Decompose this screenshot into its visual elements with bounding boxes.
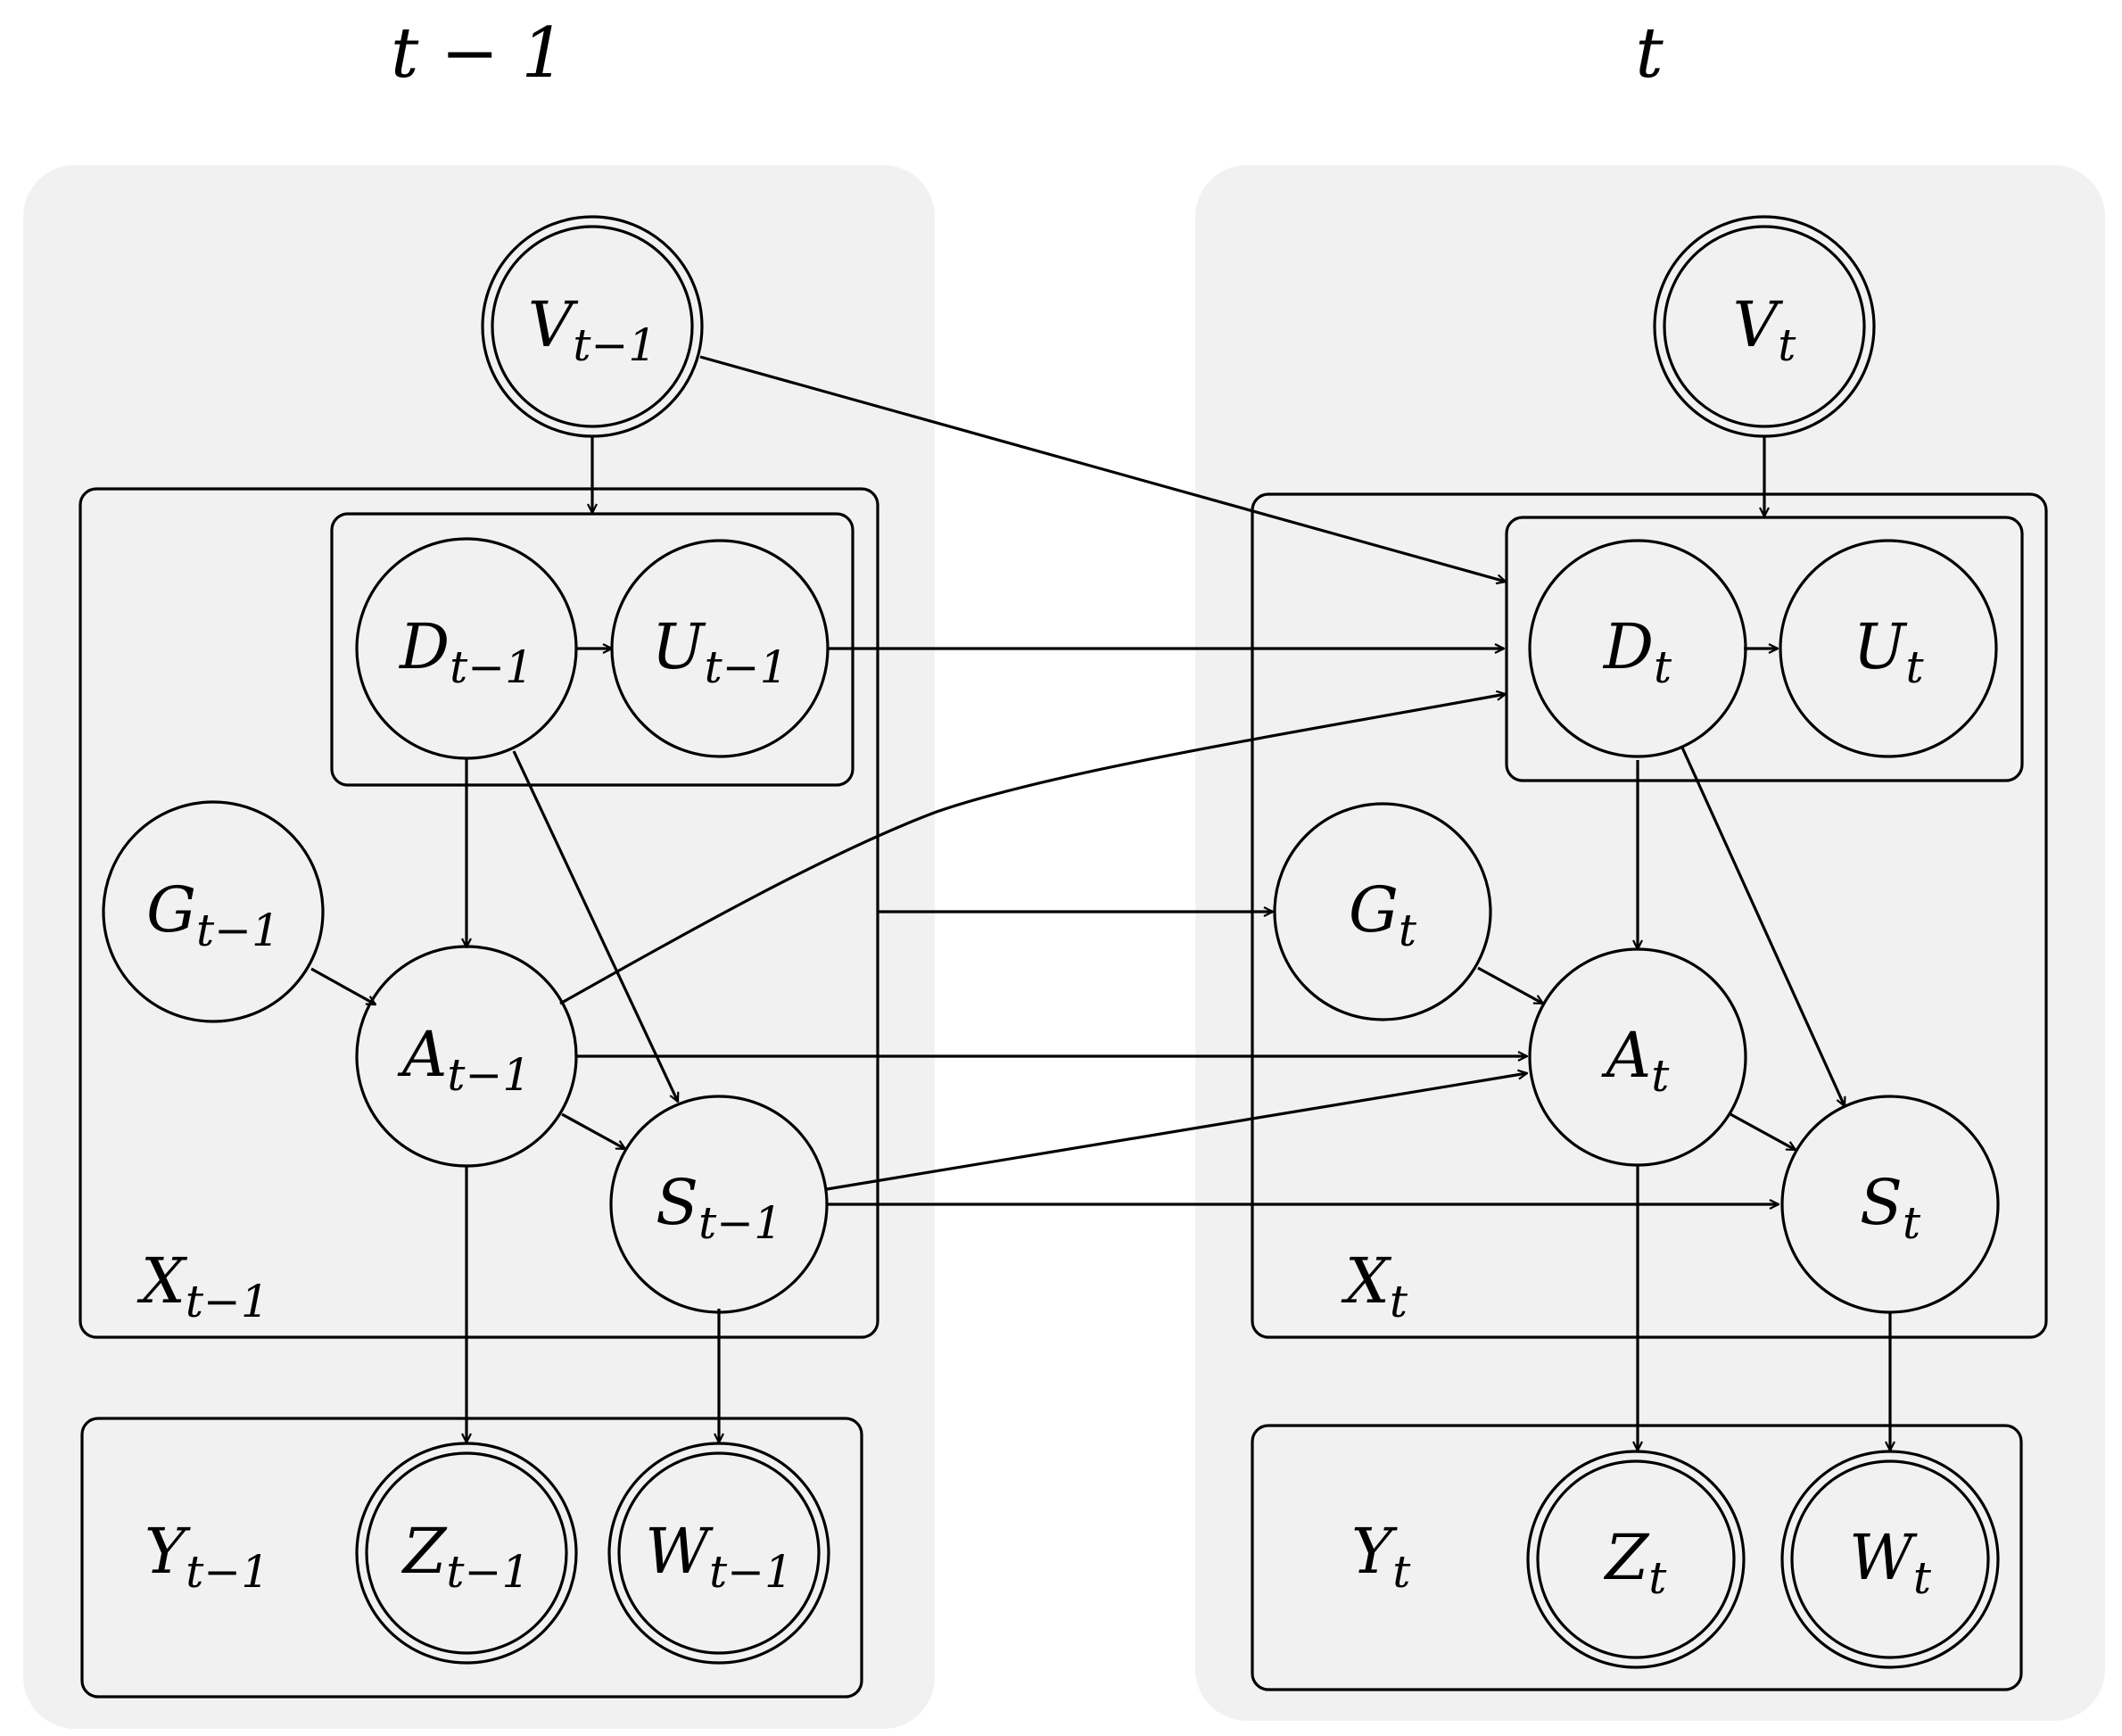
node-subscript: t−1: [709, 1546, 793, 1598]
svg-text:Gt: Gt: [1349, 873, 1417, 956]
node-d-t: Dt: [1528, 539, 1747, 758]
node-label: D: [1602, 610, 1654, 683]
node-subscript: t−1: [705, 641, 789, 693]
node-subscript: t: [1648, 1552, 1667, 1604]
node-label: U: [652, 610, 706, 683]
node-subscript: t−1: [573, 319, 656, 371]
node-label: W: [645, 1515, 714, 1588]
node-subscript: t: [1651, 1050, 1670, 1102]
node-subscript: t−1: [196, 905, 280, 956]
node-u-t: Ut: [1779, 539, 1998, 758]
node-subscript: t: [1913, 1552, 1932, 1604]
svg-text:Dt: Dt: [1602, 610, 1672, 693]
svg-text:Zt: Zt: [1604, 1521, 1668, 1604]
edge-s-prev-to-a-t: [826, 1073, 1527, 1191]
node-label: A: [1601, 1019, 1652, 1092]
svg-text:Wt−1: Wt−1: [645, 1515, 793, 1598]
svg-text:St−1: St−1: [656, 1166, 782, 1249]
svg-text:Dt−1: Dt−1: [398, 610, 533, 693]
svg-text:At−1: At−1: [397, 1018, 531, 1101]
node-label: G: [146, 873, 196, 947]
node-label: Z: [401, 1515, 448, 1588]
node-w-t: Wt: [1780, 1450, 2000, 1669]
svg-text:Vt: Vt: [1733, 288, 1797, 371]
node-s-prev: St−1: [609, 1095, 829, 1314]
node-s-t: St: [1780, 1095, 2000, 1314]
edge-d-t-to-s-t: [1680, 747, 1845, 1106]
node-label: W: [1849, 1521, 1918, 1594]
node-subscript: t: [1778, 319, 1796, 371]
node-subscript: t: [1654, 641, 1672, 693]
svg-text:Wt: Wt: [1849, 1521, 1932, 1604]
node-subscript: t−1: [698, 1197, 782, 1249]
svg-text:Vt−1: Vt−1: [528, 288, 656, 371]
node-u-prev: Ut−1: [610, 539, 830, 758]
node-a-prev: At−1: [355, 945, 578, 1168]
node-z-prev: Zt−1: [355, 1442, 578, 1665]
node-subscript: t−1: [450, 641, 533, 693]
time-label-prev: t − 1: [391, 13, 566, 94]
node-z-t: Zt: [1526, 1450, 1746, 1669]
node-v-t: Vt: [1653, 215, 1876, 438]
edge-a-prev-to-du-plate-t: [559, 694, 1506, 1005]
node-label: A: [397, 1018, 448, 1091]
edge-g-t-to-a-t: [1477, 966, 1543, 1005]
node-label: D: [398, 610, 450, 683]
node-g-prev: Gt−1: [102, 800, 325, 1023]
time-slice-panel-current: [1195, 165, 2105, 1721]
svg-text:Ut: Ut: [1853, 610, 1924, 693]
edge-d-prev-to-s-prev: [512, 750, 680, 1102]
node-subscript: t: [1399, 905, 1417, 956]
node-label: G: [1349, 873, 1399, 947]
svg-text:Ut−1: Ut−1: [652, 610, 789, 693]
time-label-current: t: [1635, 13, 1664, 94]
node-label: S: [1860, 1166, 1903, 1239]
svg-text:St: St: [1860, 1166, 1921, 1249]
group-label-y-prev: Yt−1: [144, 1515, 269, 1598]
svg-text:Gt−1: Gt−1: [146, 873, 280, 956]
node-g-t: Gt: [1273, 802, 1492, 1021]
node-subscript: t: [1903, 1197, 1921, 1249]
edge-a-prev-to-s-prev: [561, 1112, 625, 1151]
svg-text:At: At: [1601, 1019, 1671, 1102]
node-label: V: [1733, 288, 1784, 361]
group-label-y-t: Yt: [1351, 1515, 1411, 1598]
node-d-prev: Dt−1: [355, 537, 578, 760]
x-plate-current: [1251, 492, 2048, 1339]
node-label: Z: [1604, 1521, 1650, 1594]
du-plate-current: [1505, 516, 2024, 782]
node-w-prev: Wt−1: [607, 1442, 830, 1665]
edge-v-prev-to-du-plate-t: [699, 355, 1506, 582]
node-subscript: t−1: [446, 1546, 530, 1598]
node-subscript: t: [1905, 641, 1924, 693]
group-label-x-t: Xt: [1341, 1244, 1408, 1327]
node-label: U: [1853, 610, 1907, 683]
node-label: V: [528, 288, 579, 361]
y-plate-prev: [80, 1417, 863, 1699]
svg-text:Zt−1: Zt−1: [401, 1515, 530, 1598]
edge-a-t-to-s-t: [1730, 1112, 1796, 1152]
node-a-t: At: [1528, 947, 1747, 1167]
node-v-prev: Vt−1: [481, 215, 704, 438]
edges: [310, 355, 1890, 1451]
group-label-x-prev: Xt−1: [136, 1244, 269, 1327]
edge-g-prev-to-a-prev: [310, 967, 376, 1006]
node-label: S: [656, 1166, 698, 1239]
node-subscript: t−1: [447, 1049, 531, 1101]
